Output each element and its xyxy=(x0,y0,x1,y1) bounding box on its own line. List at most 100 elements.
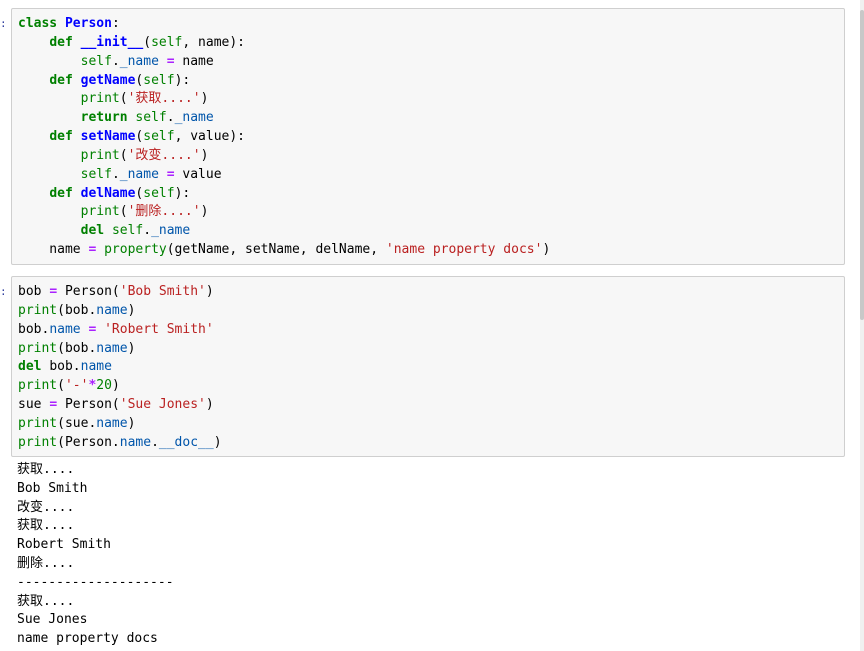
code-token: = xyxy=(166,53,175,69)
code-token: (bob. xyxy=(57,340,97,356)
code-token: _name xyxy=(119,166,159,182)
code-token: (bob. xyxy=(57,302,97,318)
cell-1-prompt: : xyxy=(0,18,6,29)
code-line: print(Person.name.__doc__) xyxy=(18,435,222,450)
code-token xyxy=(18,129,49,144)
code-token: self xyxy=(143,185,175,201)
code-token: del xyxy=(80,223,112,239)
code-token: self xyxy=(80,53,112,69)
code-token: Person( xyxy=(57,397,120,413)
code-token: '-' xyxy=(64,378,89,394)
code-token: getName xyxy=(80,72,136,88)
code-token: print xyxy=(18,434,58,450)
code-token xyxy=(18,73,49,88)
code-token: _name xyxy=(119,53,159,69)
code-token: = xyxy=(49,284,58,299)
code-line: bob = Person('Bob Smith') xyxy=(18,284,214,299)
code-line: name = property(getName, setName, delNam… xyxy=(18,242,550,257)
code-line: bob.name = 'Robert Smith' xyxy=(18,322,214,337)
code-cell-1[interactable]: class Person: def __init__(self, name): … xyxy=(11,8,845,265)
code-token: = xyxy=(49,397,58,413)
code-line: self._name = value xyxy=(18,167,222,182)
code-token xyxy=(18,204,81,219)
code-token xyxy=(18,35,49,50)
code-token: 20 xyxy=(96,378,112,394)
code-token: , name): xyxy=(182,34,246,50)
code-cell-1-source[interactable]: class Person: def __init__(self, name): … xyxy=(18,15,838,260)
cell-2-prompt: : xyxy=(0,286,6,297)
code-token: print xyxy=(18,415,58,431)
output-line: Bob Smith xyxy=(17,480,88,496)
scrollbar-thumb[interactable] xyxy=(860,10,864,320)
code-line: del bob.name xyxy=(18,359,112,374)
code-token: ( xyxy=(119,204,128,220)
code-token: , value): xyxy=(174,129,246,145)
code-line: def getName(self): xyxy=(18,73,190,88)
code-token: . xyxy=(143,223,152,239)
code-token: . xyxy=(151,434,159,450)
code-token: name xyxy=(96,302,128,318)
code-token: name xyxy=(49,321,81,337)
code-token: ( xyxy=(143,34,152,50)
code-token: sue xyxy=(18,397,50,413)
code-token: self xyxy=(135,110,167,126)
code-token: property xyxy=(104,242,167,258)
code-token: * xyxy=(88,378,97,394)
code-token: class xyxy=(18,16,65,31)
code-token: ) xyxy=(205,397,214,413)
code-token xyxy=(18,148,81,163)
code-token: ) xyxy=(127,415,136,431)
code-cell-2[interactable]: bob = Person('Bob Smith') print(bob.name… xyxy=(11,276,845,457)
code-token: name xyxy=(96,340,128,356)
code-token: ) xyxy=(200,91,209,107)
vertical-scrollbar[interactable] xyxy=(860,0,864,651)
code-token: = xyxy=(88,242,97,258)
code-token: ) xyxy=(127,302,136,318)
code-token: print xyxy=(18,302,58,318)
code-line: def setName(self, value): xyxy=(18,129,245,144)
code-token: name xyxy=(119,434,152,450)
output-line: 改变.... xyxy=(17,499,75,515)
code-token: ( xyxy=(135,129,144,145)
code-token: 'Sue Jones' xyxy=(119,397,206,413)
code-token: self xyxy=(143,72,175,88)
code-token xyxy=(18,91,81,106)
code-cell-2-source[interactable]: bob = Person('Bob Smith') print(bob.name… xyxy=(18,283,838,453)
code-line: self._name = name xyxy=(18,54,214,69)
code-token: _name xyxy=(151,223,191,239)
code-token: __doc__ xyxy=(158,434,214,450)
code-token xyxy=(18,167,81,182)
code-token: = xyxy=(88,321,97,337)
output-line: 删除.... xyxy=(17,555,75,571)
code-token: return xyxy=(80,110,136,126)
code-token: ) xyxy=(111,378,120,394)
code-token: bob. xyxy=(49,359,81,375)
code-token xyxy=(18,54,81,69)
code-line: print('改变....') xyxy=(18,148,209,163)
code-token: print xyxy=(18,378,58,394)
code-token: (sue. xyxy=(57,415,97,431)
code-token: name xyxy=(174,53,214,69)
code-token: . xyxy=(111,53,120,69)
code-token: name xyxy=(18,242,89,258)
code-token: delName xyxy=(80,185,136,201)
code-line: def __init__(self, name): xyxy=(18,35,245,50)
code-token: __init__ xyxy=(80,34,144,50)
code-token: (getName, setName, delName, xyxy=(166,242,386,258)
code-token: def xyxy=(49,129,81,145)
code-token: ) xyxy=(213,434,222,450)
code-token: ) xyxy=(127,340,136,356)
code-token: def xyxy=(49,72,81,88)
code-line: print('-'*20) xyxy=(18,378,120,393)
code-token: 'name property docs' xyxy=(385,242,543,258)
code-token: def xyxy=(49,185,81,201)
code-token xyxy=(96,322,104,337)
code-token: self xyxy=(143,129,175,145)
code-token: print xyxy=(80,91,120,107)
code-token: name xyxy=(96,415,128,431)
code-token: bob xyxy=(18,284,50,299)
code-token xyxy=(18,186,49,201)
code-token xyxy=(159,167,167,182)
code-token: setName xyxy=(80,129,136,145)
